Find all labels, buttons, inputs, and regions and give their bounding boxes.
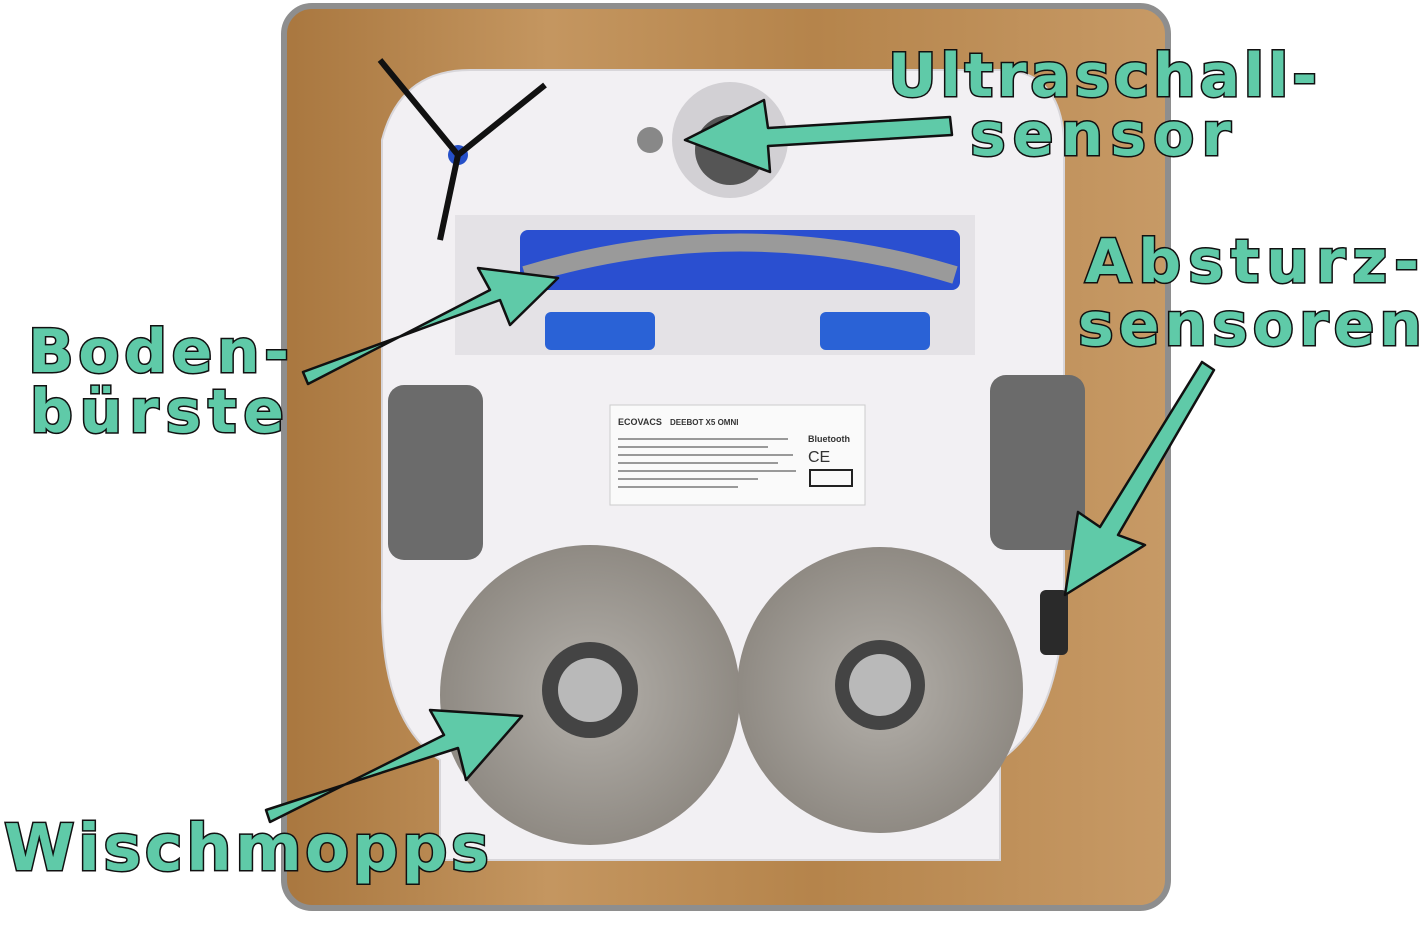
robot-vacuum: ECOVACS DEEBOT X5 OMNI Bluetooth CE <box>377 58 1085 861</box>
arrow-mops <box>264 708 524 824</box>
left-wheel <box>388 385 483 560</box>
label-ultrasonic-line2: sensor <box>970 100 1232 170</box>
arrow-ultrasonic <box>683 98 954 174</box>
sticker-ce: CE <box>808 449 830 466</box>
cliff-sensor <box>1040 590 1068 655</box>
sticker-bluetooth: Bluetooth <box>808 434 850 444</box>
arrow-brush <box>301 266 560 386</box>
sticker-model: DEEBOT X5 OMNI <box>670 418 738 427</box>
right-wheel <box>990 375 1085 550</box>
arrow-cliff <box>1063 360 1216 597</box>
label-mops: Wischmopps <box>4 812 490 886</box>
sticker-brand: ECOVACS <box>618 417 662 427</box>
label-cliff-line1: Absturz- <box>1085 227 1420 297</box>
label-brush-line1: Boden- <box>28 317 290 387</box>
label-cliff-line2: sensoren <box>1078 290 1423 360</box>
label-ultrasonic-line1: Ultraschall- <box>888 41 1318 111</box>
label-brush-line2: bürste <box>30 377 285 447</box>
